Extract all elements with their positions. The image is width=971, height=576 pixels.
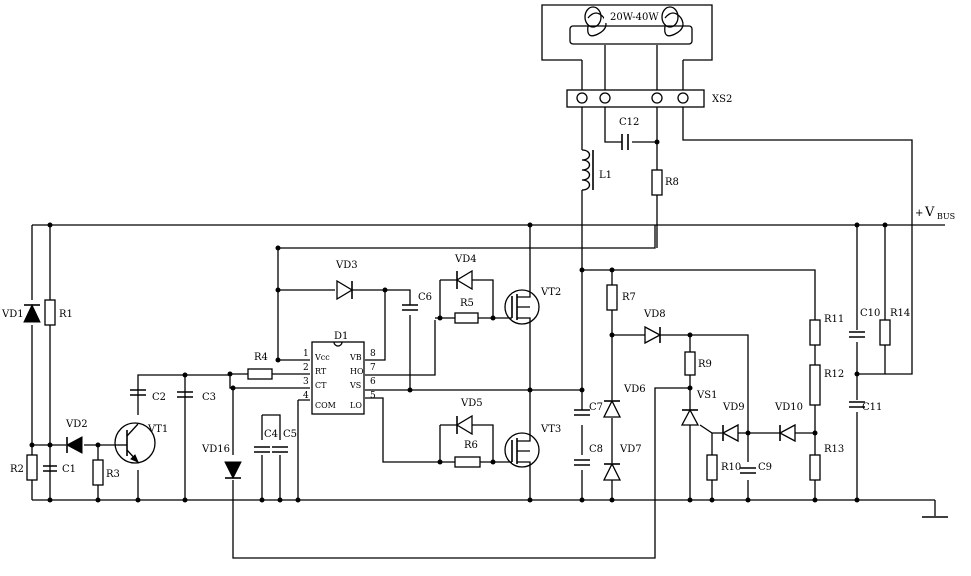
svg-text:R11: R11 (824, 314, 844, 325)
svg-text:VD4: VD4 (454, 254, 477, 265)
resistor-r13 (809, 454, 821, 481)
ic-d1: D1 1 2 3 4 5 6 7 8 Vcc RT CT COM VB HO V… (303, 331, 376, 415)
svg-text:VD3: VD3 (335, 260, 358, 271)
resistor-r6 (454, 456, 481, 468)
svg-text:VB: VB (349, 353, 362, 362)
svg-text:VD7: VD7 (619, 444, 642, 455)
svg-text:1: 1 (303, 349, 309, 359)
svg-text:+: + (915, 208, 923, 219)
svg-text:C5: C5 (283, 429, 297, 440)
svg-text:7: 7 (370, 363, 376, 373)
svg-text:VS1: VS1 (696, 390, 717, 401)
resistors (26, 169, 891, 486)
svg-text:R3: R3 (106, 469, 120, 480)
svg-text:LO: LO (350, 401, 362, 410)
lamp-label: 20W-40W (610, 12, 659, 23)
resistor-r2 (26, 454, 38, 481)
svg-text:C11: C11 (862, 402, 882, 413)
resistor-r3 (92, 459, 104, 486)
svg-text:COM: COM (315, 401, 336, 410)
svg-text:4: 4 (303, 391, 309, 401)
svg-text:VD9: VD9 (722, 402, 745, 413)
diodes (23, 269, 796, 481)
svg-text:C12: C12 (619, 117, 639, 128)
component-labels: VD1 R1 R2 C1 VD2 R3 VT1 C2 C3 R4 VD16 C4… (1, 117, 910, 480)
svg-text:C2: C2 (152, 392, 166, 403)
svg-text:C6: C6 (418, 292, 432, 303)
svg-text:C4: C4 (264, 429, 278, 440)
svg-text:RT: RT (315, 367, 327, 376)
svg-text:VD8: VD8 (643, 309, 666, 320)
svg-text:R13: R13 (824, 444, 844, 455)
svg-text:VD1: VD1 (1, 309, 24, 320)
resistor-r10 (706, 454, 718, 481)
svg-text:R14: R14 (890, 308, 910, 319)
resistor-r8 (651, 169, 663, 196)
junction-dots (29, 139, 888, 503)
svg-text:C9: C9 (758, 462, 772, 473)
svg-text:VD5: VD5 (460, 398, 483, 409)
svg-text:BUS: BUS (937, 212, 955, 221)
inductor-l1 (581, 149, 594, 191)
svg-text:VD16: VD16 (201, 444, 230, 455)
svg-text:R5: R5 (460, 298, 474, 309)
capacitors (43, 134, 865, 474)
connector-xs2: XS2 (566, 89, 732, 108)
svg-text:2: 2 (303, 363, 309, 373)
svg-text:C3: C3 (202, 392, 216, 403)
svg-text:3: 3 (303, 377, 309, 387)
svg-text:V: V (924, 205, 935, 220)
mosfet-vt3 (504, 430, 540, 470)
svg-text:R2: R2 (10, 464, 24, 475)
svg-text:VT1: VT1 (147, 424, 168, 435)
svg-text:Vcc: Vcc (314, 353, 330, 362)
resistor-r14 (879, 319, 891, 346)
svg-text:VD2: VD2 (65, 419, 88, 430)
svg-text:VT2: VT2 (540, 287, 561, 298)
svg-text:R6: R6 (464, 440, 478, 451)
resistor-r11 (809, 319, 821, 346)
svg-text:5: 5 (370, 391, 376, 401)
svg-text:R4: R4 (254, 352, 268, 363)
svg-text:8: 8 (370, 349, 376, 359)
transistor-vt1 (114, 422, 156, 464)
wires (31, 4, 948, 559)
svg-text:R10: R10 (721, 462, 741, 473)
svg-text:CT: CT (315, 381, 327, 390)
svg-text:D1: D1 (334, 331, 348, 342)
mosfet-vt2 (504, 289, 540, 325)
svg-text:R1: R1 (59, 309, 73, 320)
svg-text:C10: C10 (860, 308, 880, 319)
svg-text:HO: HO (350, 367, 364, 376)
connector-label: XS2 (712, 94, 732, 105)
resistor-r12 (809, 364, 821, 406)
svg-text:R9: R9 (698, 359, 712, 370)
svg-text:C1: C1 (62, 464, 76, 475)
svg-text:L1: L1 (599, 170, 612, 181)
vbus-label: + V BUS (915, 205, 955, 221)
svg-text:R8: R8 (665, 177, 679, 188)
lamp-20w-40w: 20W-40W (569, 6, 693, 45)
resistor-r9 (684, 351, 696, 376)
svg-text:C7: C7 (589, 402, 603, 413)
svg-text:VS: VS (349, 381, 361, 390)
svg-text:6: 6 (370, 377, 376, 387)
svg-text:VT3: VT3 (540, 424, 561, 435)
svg-text:R7: R7 (622, 292, 636, 303)
svg-text:C8: C8 (589, 444, 603, 455)
resistor-r5 (454, 312, 479, 324)
svg-text:VD6: VD6 (623, 384, 646, 395)
resistor-r7 (606, 284, 618, 311)
resistor-r4 (247, 368, 273, 380)
svg-text:R12: R12 (824, 369, 844, 380)
resistor-r1 (44, 299, 56, 326)
svg-text:VD10: VD10 (774, 402, 803, 413)
